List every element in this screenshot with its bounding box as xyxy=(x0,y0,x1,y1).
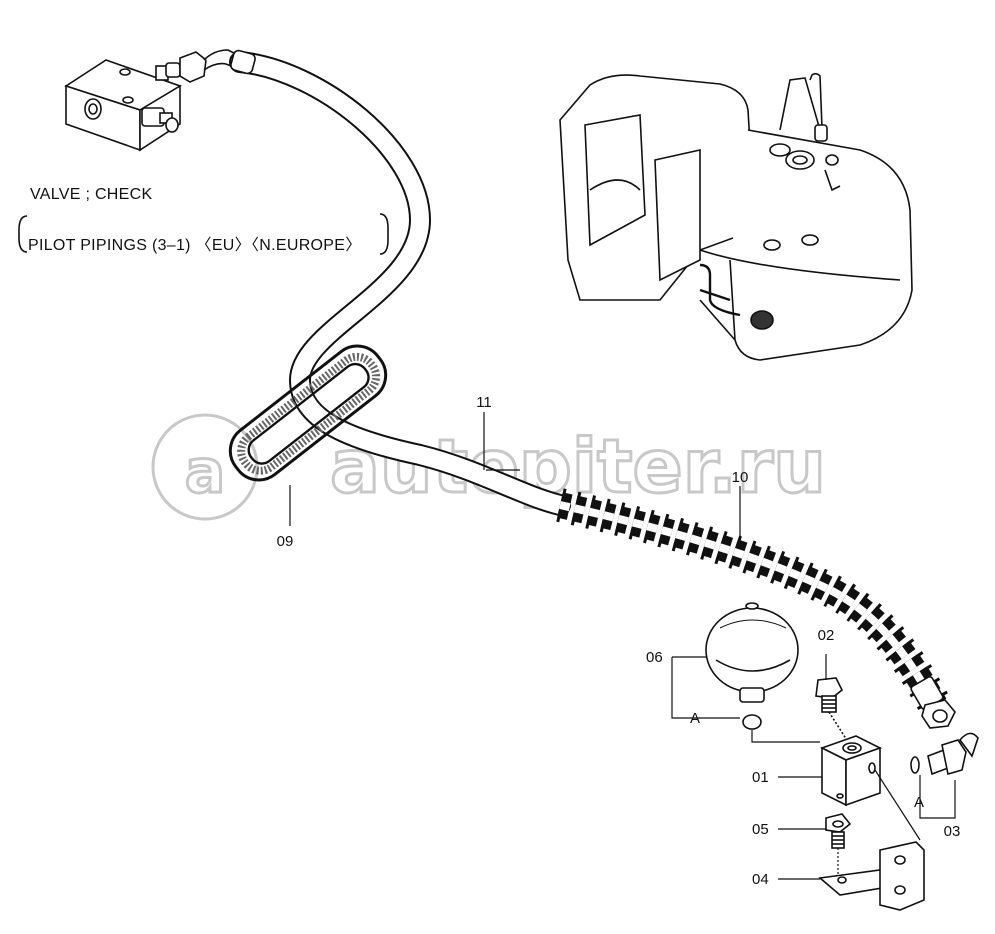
label-part-03: 03 xyxy=(944,823,961,840)
bolt-02 xyxy=(815,677,851,746)
label-part-09: 09 xyxy=(277,533,294,550)
o-ring-a-fitting xyxy=(910,756,920,774)
title-bracket-right xyxy=(379,213,389,255)
mounting-bracket-04 xyxy=(818,841,925,911)
label-part-01: 01 xyxy=(752,769,769,786)
label-ref-a-accumulator: A xyxy=(690,710,700,727)
excavator-overview xyxy=(559,72,913,361)
label-ref-a-fitting: A xyxy=(914,794,924,811)
title-bracket-left xyxy=(18,215,28,253)
check-valve-assembly xyxy=(64,49,241,152)
accumulator-06 xyxy=(705,602,799,703)
watermark-logo-ring xyxy=(151,413,259,521)
o-ring-a-accumulator xyxy=(742,714,762,730)
label-part-10: 10 xyxy=(732,469,749,486)
hose-protector-10 xyxy=(556,488,950,714)
title-valve-check: VALVE ; CHECK xyxy=(30,186,153,203)
label-part-06: 06 xyxy=(646,649,663,666)
hose-clamp-09 xyxy=(228,344,388,482)
title-pilot-pipings: PILOT PIPINGS (3–1) 〈EU〉〈N.EUROPE〉 xyxy=(28,237,362,254)
valve-block-01 xyxy=(819,735,883,807)
label-part-05: 05 xyxy=(752,821,769,838)
label-part-04: 04 xyxy=(752,871,769,888)
pilot-hose-11 xyxy=(229,49,571,516)
label-part-11: 11 xyxy=(476,394,492,411)
bolt-05 xyxy=(825,813,852,849)
label-part-02: 02 xyxy=(818,627,835,644)
hose-end-fitting xyxy=(910,676,956,729)
elbow-fitting-03 xyxy=(927,732,979,776)
watermark-logo-letter: a xyxy=(185,437,226,507)
leader-lines xyxy=(289,412,956,880)
